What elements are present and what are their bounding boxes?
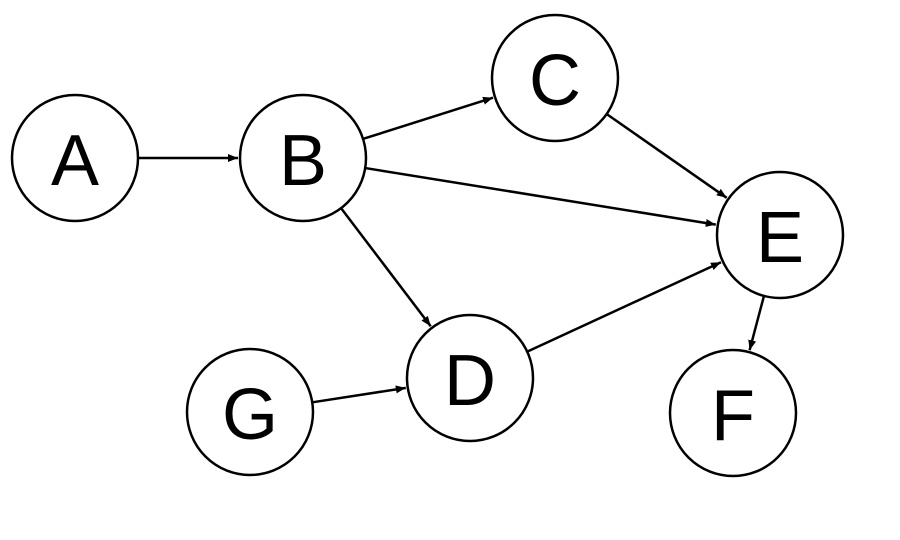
node-f: F [668,348,798,478]
node-d: D [405,313,535,443]
node-c: C [490,13,620,143]
node-label: E [756,198,804,278]
edge-g-to-d [313,385,406,404]
node-circle [185,347,315,477]
edge-b-to-d [340,208,432,327]
node-circle [490,13,620,143]
node-circle [10,93,140,223]
node-circle [238,93,368,223]
edge-d-to-e [527,261,722,353]
node-g: G [185,347,315,477]
node-label: B [279,121,327,201]
node-a: A [10,93,140,223]
node-circle [715,170,845,300]
node-label: D [444,341,496,421]
edge-b-to-e [366,166,716,227]
node-label: F [711,376,755,456]
edges [139,96,765,404]
nodes: A B C D E F G [10,13,845,478]
node-e: E [715,170,845,300]
node-label: C [529,41,581,121]
node-circle [668,348,798,478]
node-b: B [238,93,368,223]
node-circle [405,313,535,443]
edge-c-to-e [606,113,728,199]
node-label: A [51,121,99,201]
node-label: G [222,375,278,455]
edge-e-to-f [748,296,765,351]
edge-b-to-c [363,96,494,140]
